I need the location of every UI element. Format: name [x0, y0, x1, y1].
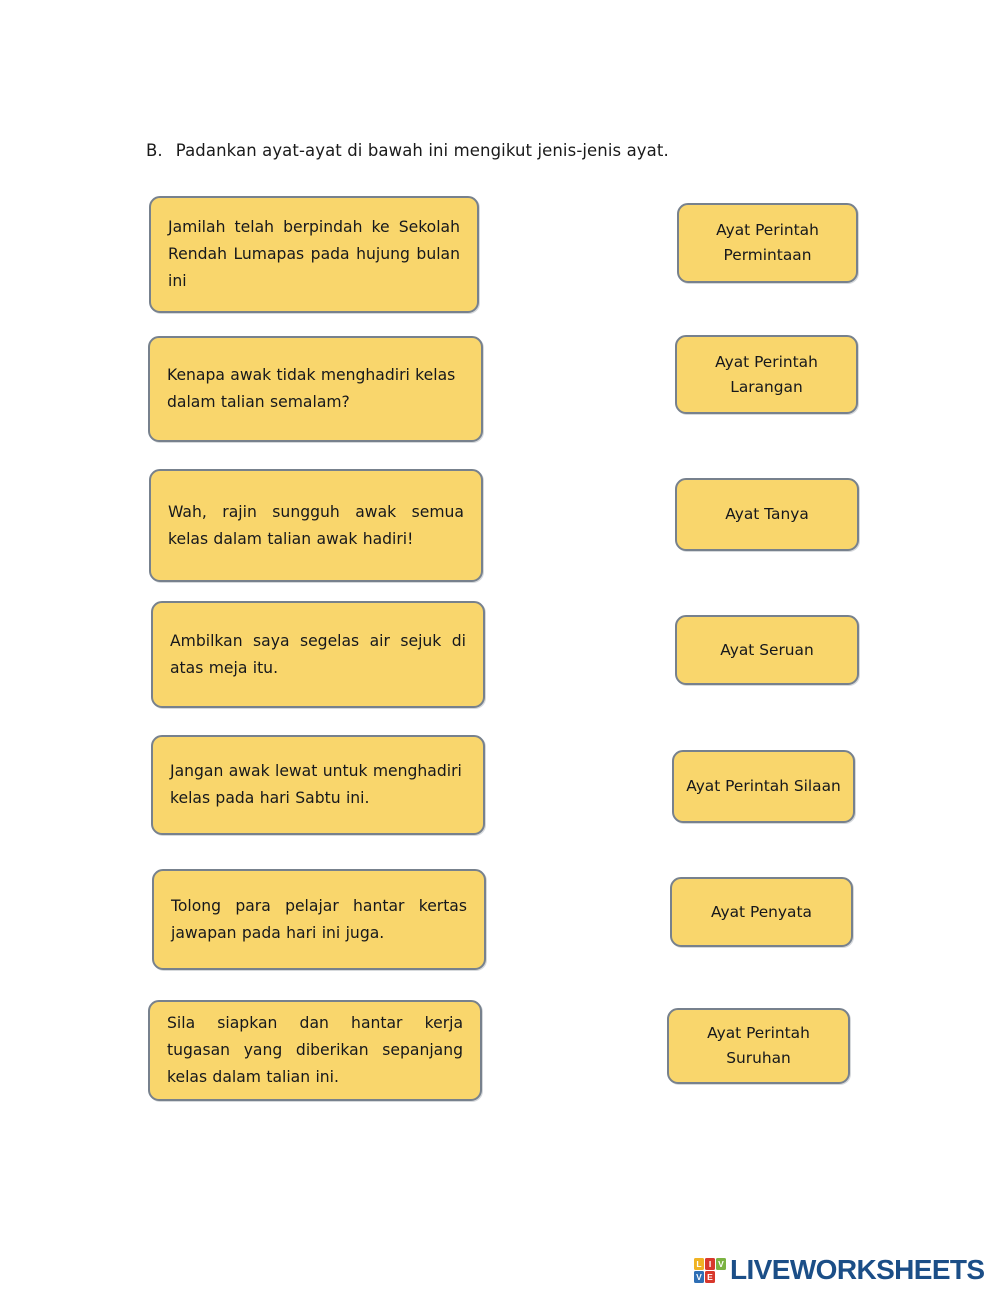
category-card-4[interactable]: Ayat Seruan: [675, 615, 859, 685]
sentence-card-3[interactable]: Wah, rajin sungguh awak semua kelas dala…: [149, 469, 483, 582]
category-card-6[interactable]: Ayat Penyata: [670, 877, 853, 947]
sentence-card-2[interactable]: Kenapa awak tidak menghadiri kelas dalam…: [148, 336, 483, 442]
sentence-card-5[interactable]: Jangan awak lewat untuk menghadiri kelas…: [151, 735, 485, 835]
category-card-5[interactable]: Ayat Perintah Silaan: [672, 750, 855, 823]
logo-tile-grid: L I V V E: [694, 1257, 726, 1283]
sentence-card-1[interactable]: Jamilah telah berpindah ke Sekolah Renda…: [149, 196, 479, 313]
logo-tile-i: I: [705, 1257, 715, 1270]
instruction-heading: B. Padankan ayat-ayat di bawah ini mengik…: [146, 141, 669, 160]
logo-tile-v-blue: V: [694, 1270, 704, 1283]
sentence-card-6-text: Tolong para pelajar hantar kertas jawapa…: [171, 896, 467, 942]
sentence-card-2-text: Kenapa awak tidak menghadiri kelas dalam…: [167, 366, 456, 411]
category-card-1[interactable]: Ayat Perintah Permintaan: [677, 203, 858, 283]
logo-tile-blank: [716, 1271, 726, 1283]
sentence-card-6[interactable]: Tolong para pelajar hantar kertas jawapa…: [152, 869, 486, 970]
category-card-2[interactable]: Ayat Perintah Larangan: [675, 335, 858, 414]
sentence-card-1-text: Jamilah telah berpindah ke Sekolah Renda…: [168, 218, 460, 290]
logo-tile-e: E: [705, 1270, 715, 1283]
sentence-card-4-text: Ambilkan saya segelas air sejuk di atas …: [170, 631, 466, 677]
category-card-6-text: Ayat Penyata: [711, 902, 812, 921]
sentence-card-7-text: Sila siapkan dan hantar kerja tugasan ya…: [167, 1014, 463, 1086]
liveworksheets-logo: L I V V E LIVEWORKSHEETS: [694, 1252, 985, 1288]
category-card-5-text: Ayat Perintah Silaan: [686, 777, 841, 795]
logo-wordmark: LIVEWORKSHEETS: [730, 1254, 985, 1285]
category-card-3[interactable]: Ayat Tanya: [675, 478, 859, 551]
category-card-7-text: Ayat Perintah Suruhan: [707, 1024, 810, 1067]
category-card-4-text: Ayat Seruan: [720, 640, 814, 659]
sentence-card-3-text: Wah, rajin sungguh awak semua kelas dala…: [168, 502, 464, 548]
sentence-card-5-text: Jangan awak lewat untuk menghadiri kelas…: [170, 762, 462, 807]
category-card-1-text: Ayat Perintah Permintaan: [716, 221, 819, 264]
category-card-2-text: Ayat Perintah Larangan: [715, 352, 818, 396]
instruction-marker: B.: [146, 141, 163, 160]
sentence-card-7[interactable]: Sila siapkan dan hantar kerja tugasan ya…: [148, 1000, 482, 1101]
instruction-text: Padankan ayat-ayat di bawah ini mengikut…: [175, 141, 669, 160]
logo-tile-v-green: V: [716, 1257, 726, 1270]
category-card-3-text: Ayat Tanya: [725, 505, 809, 523]
category-card-7[interactable]: Ayat Perintah Suruhan: [667, 1008, 850, 1084]
sentence-card-4[interactable]: Ambilkan saya segelas air sejuk di atas …: [151, 601, 485, 708]
logo-tile-l: L: [694, 1257, 704, 1270]
